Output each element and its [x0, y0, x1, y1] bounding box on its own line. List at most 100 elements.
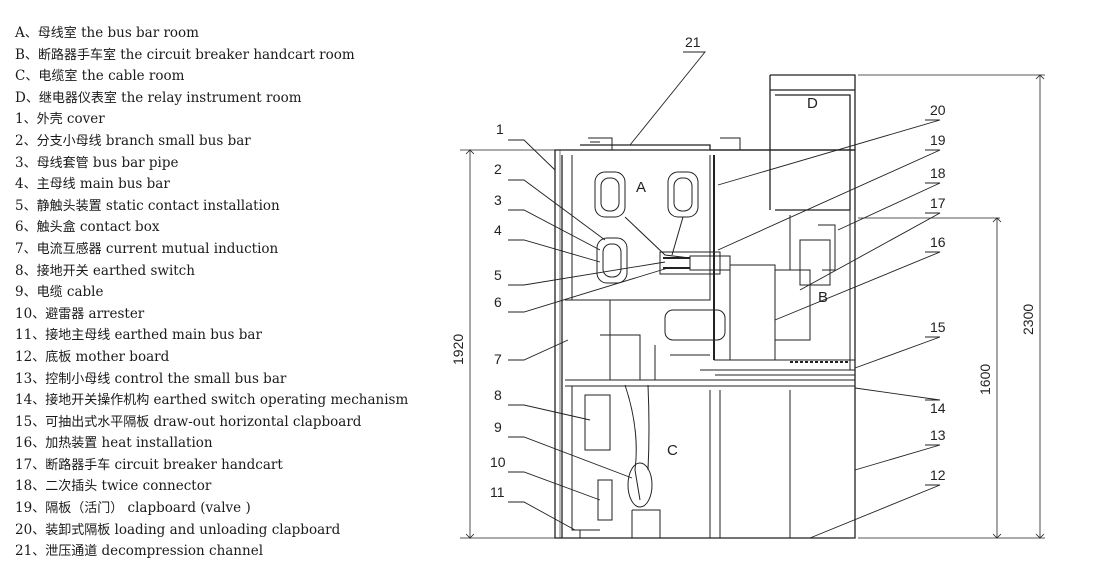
legend-item: 14、接地开关操作机构 earthed switch operating mec…: [15, 390, 408, 412]
legend-chinese-label: 装卸式隔板: [45, 522, 111, 538]
legend-key: C: [15, 68, 26, 85]
legend-english-label: heat installation: [101, 435, 213, 452]
legend-item: 6、触头盒 contact box: [15, 217, 408, 239]
legend-item: 11、接地主母线 earthed main bus bar: [15, 325, 408, 347]
callout-15: 15: [930, 319, 946, 335]
legend-item: 12、底板 mother board: [15, 347, 408, 369]
legend-key: 3: [15, 154, 24, 171]
legend-chinese-label: 可抽出式水平隔板: [45, 414, 150, 430]
legend-item: 4、主母线 main bus bar: [15, 174, 408, 196]
legend-chinese-label: 底板: [45, 349, 72, 365]
legend-separator: 、: [32, 306, 46, 322]
callout-3: 3: [494, 192, 502, 208]
legend-separator: 、: [23, 285, 37, 301]
legend-english-label: earthed switch operating mechanism: [153, 392, 409, 409]
legend-key: D: [15, 89, 26, 106]
legend-key: 16: [15, 435, 33, 452]
legend-key: 7: [15, 240, 24, 257]
room-label-c: C: [667, 442, 678, 459]
legend-chinese-label: 接地开关: [36, 263, 89, 279]
callout-7: 7: [494, 351, 502, 367]
lower-section: [565, 299, 855, 538]
callout-12: 12: [930, 467, 946, 483]
legend-english-label: circuit breaker handcart: [114, 456, 283, 473]
legend-key: 15: [15, 413, 33, 430]
legend-chinese-label: 控制小母线: [45, 371, 111, 387]
callout-17: 17: [930, 195, 946, 211]
legend-english-label: control the small bus bar: [114, 370, 287, 387]
legend-separator: 、: [25, 69, 39, 85]
legend-chinese-label: 母线室: [37, 26, 77, 41]
legend-chinese-label: 主母线: [36, 177, 76, 193]
legend-item: 5、静触头装置 static contact installation: [15, 196, 408, 218]
legend-item: 3、母线套管 bus bar pipe: [15, 153, 408, 175]
legend-english-label: the circuit breaker handcart room: [120, 46, 355, 63]
legend-english-label: cover: [66, 111, 105, 128]
room-label-a: A: [636, 179, 646, 196]
legend-key: 1: [15, 111, 24, 128]
legend-key: 9: [15, 284, 24, 301]
legend-separator: 、: [32, 479, 46, 495]
legend-english-label: current mutual induction: [105, 240, 279, 257]
legend-item: 9、电缆 cable: [15, 282, 408, 304]
legend-english-label: decompression channel: [101, 543, 264, 560]
legend-key: 5: [15, 197, 24, 214]
legend-separator: 、: [32, 414, 46, 430]
callout-11: 11: [490, 484, 505, 500]
callout-13: 13: [930, 427, 946, 443]
legend-chinese-label: 避雷器: [45, 306, 85, 322]
legend-separator: 、: [23, 155, 37, 171]
legend-english-label: static contact installation: [105, 197, 280, 214]
legend-separator: 、: [23, 133, 37, 149]
legend-key: 11: [15, 327, 33, 344]
legend-key: 6: [15, 219, 24, 236]
legend-item: 20、装卸式隔板 loading and unloading clapboard: [15, 520, 408, 542]
legend-english-label: cable: [66, 284, 104, 301]
legend-chinese-label: 电缆室: [38, 69, 78, 85]
callout-8: 8: [494, 387, 502, 403]
legend-item: 13、控制小母线 control the small bus bar: [15, 369, 408, 391]
legend-chinese-label: 接地主母线: [45, 328, 111, 344]
legend-chinese-label: 断路器手车: [45, 457, 111, 473]
legend-key: 17: [15, 456, 33, 473]
legend-separator: 、: [32, 457, 46, 473]
legend-chinese-label: 泄压通道: [45, 544, 98, 560]
legend-chinese-label: 电流互感器: [36, 241, 102, 257]
legend-item: 19、隔板（活门） clapboard (valve ): [15, 498, 408, 520]
legend-english-label: bus bar pipe: [92, 154, 179, 171]
callout-10: 10: [490, 454, 506, 470]
legend-key: 8: [15, 262, 24, 279]
legend-separator: 、: [23, 220, 37, 236]
legend-item: C、电缆室 the cable room: [15, 66, 408, 88]
legend-english-label: earthed main bus bar: [114, 327, 262, 344]
legend-chinese-label: 触头盒: [36, 220, 76, 236]
legend-separator: 、: [24, 47, 38, 63]
legend-separator: 、: [23, 112, 37, 128]
callout-16: 16: [930, 234, 946, 250]
legend-chinese-label: 二次插头: [45, 479, 98, 495]
legend-separator: 、: [23, 177, 37, 193]
legend-key: A: [15, 25, 25, 41]
legend-key: 12: [15, 348, 33, 365]
legend-chinese-label: 隔板（活门）: [45, 501, 124, 517]
cabinet-outline: [554, 74, 856, 539]
legend-item: 16、加热装置 heat installation: [15, 433, 408, 455]
leader-lines: [508, 51, 941, 539]
legend-separator: 、: [32, 436, 46, 452]
dimension-1920: 1920: [450, 334, 466, 365]
legend-key: B: [15, 46, 25, 63]
legend-english-label: draw-out horizontal clapboard: [153, 413, 362, 430]
legend-english-label: contact box: [79, 219, 160, 236]
room-label-d: D: [807, 95, 818, 112]
legend-english-label: mother board: [75, 348, 170, 365]
legend-item: A、母线室 the bus bar room: [15, 23, 408, 45]
legend-key: 10: [15, 305, 33, 322]
legend-item: 21、泄压通道 decompression channel: [15, 541, 408, 563]
handcart-assembly: [659, 210, 855, 376]
callout-1: 1: [496, 121, 504, 137]
legend-english-label: the cable room: [81, 68, 185, 85]
legend-separator: 、: [32, 522, 46, 538]
legend-chinese-label: 电缆: [36, 285, 63, 301]
legend-chinese-label: 分支小母线: [36, 133, 102, 149]
